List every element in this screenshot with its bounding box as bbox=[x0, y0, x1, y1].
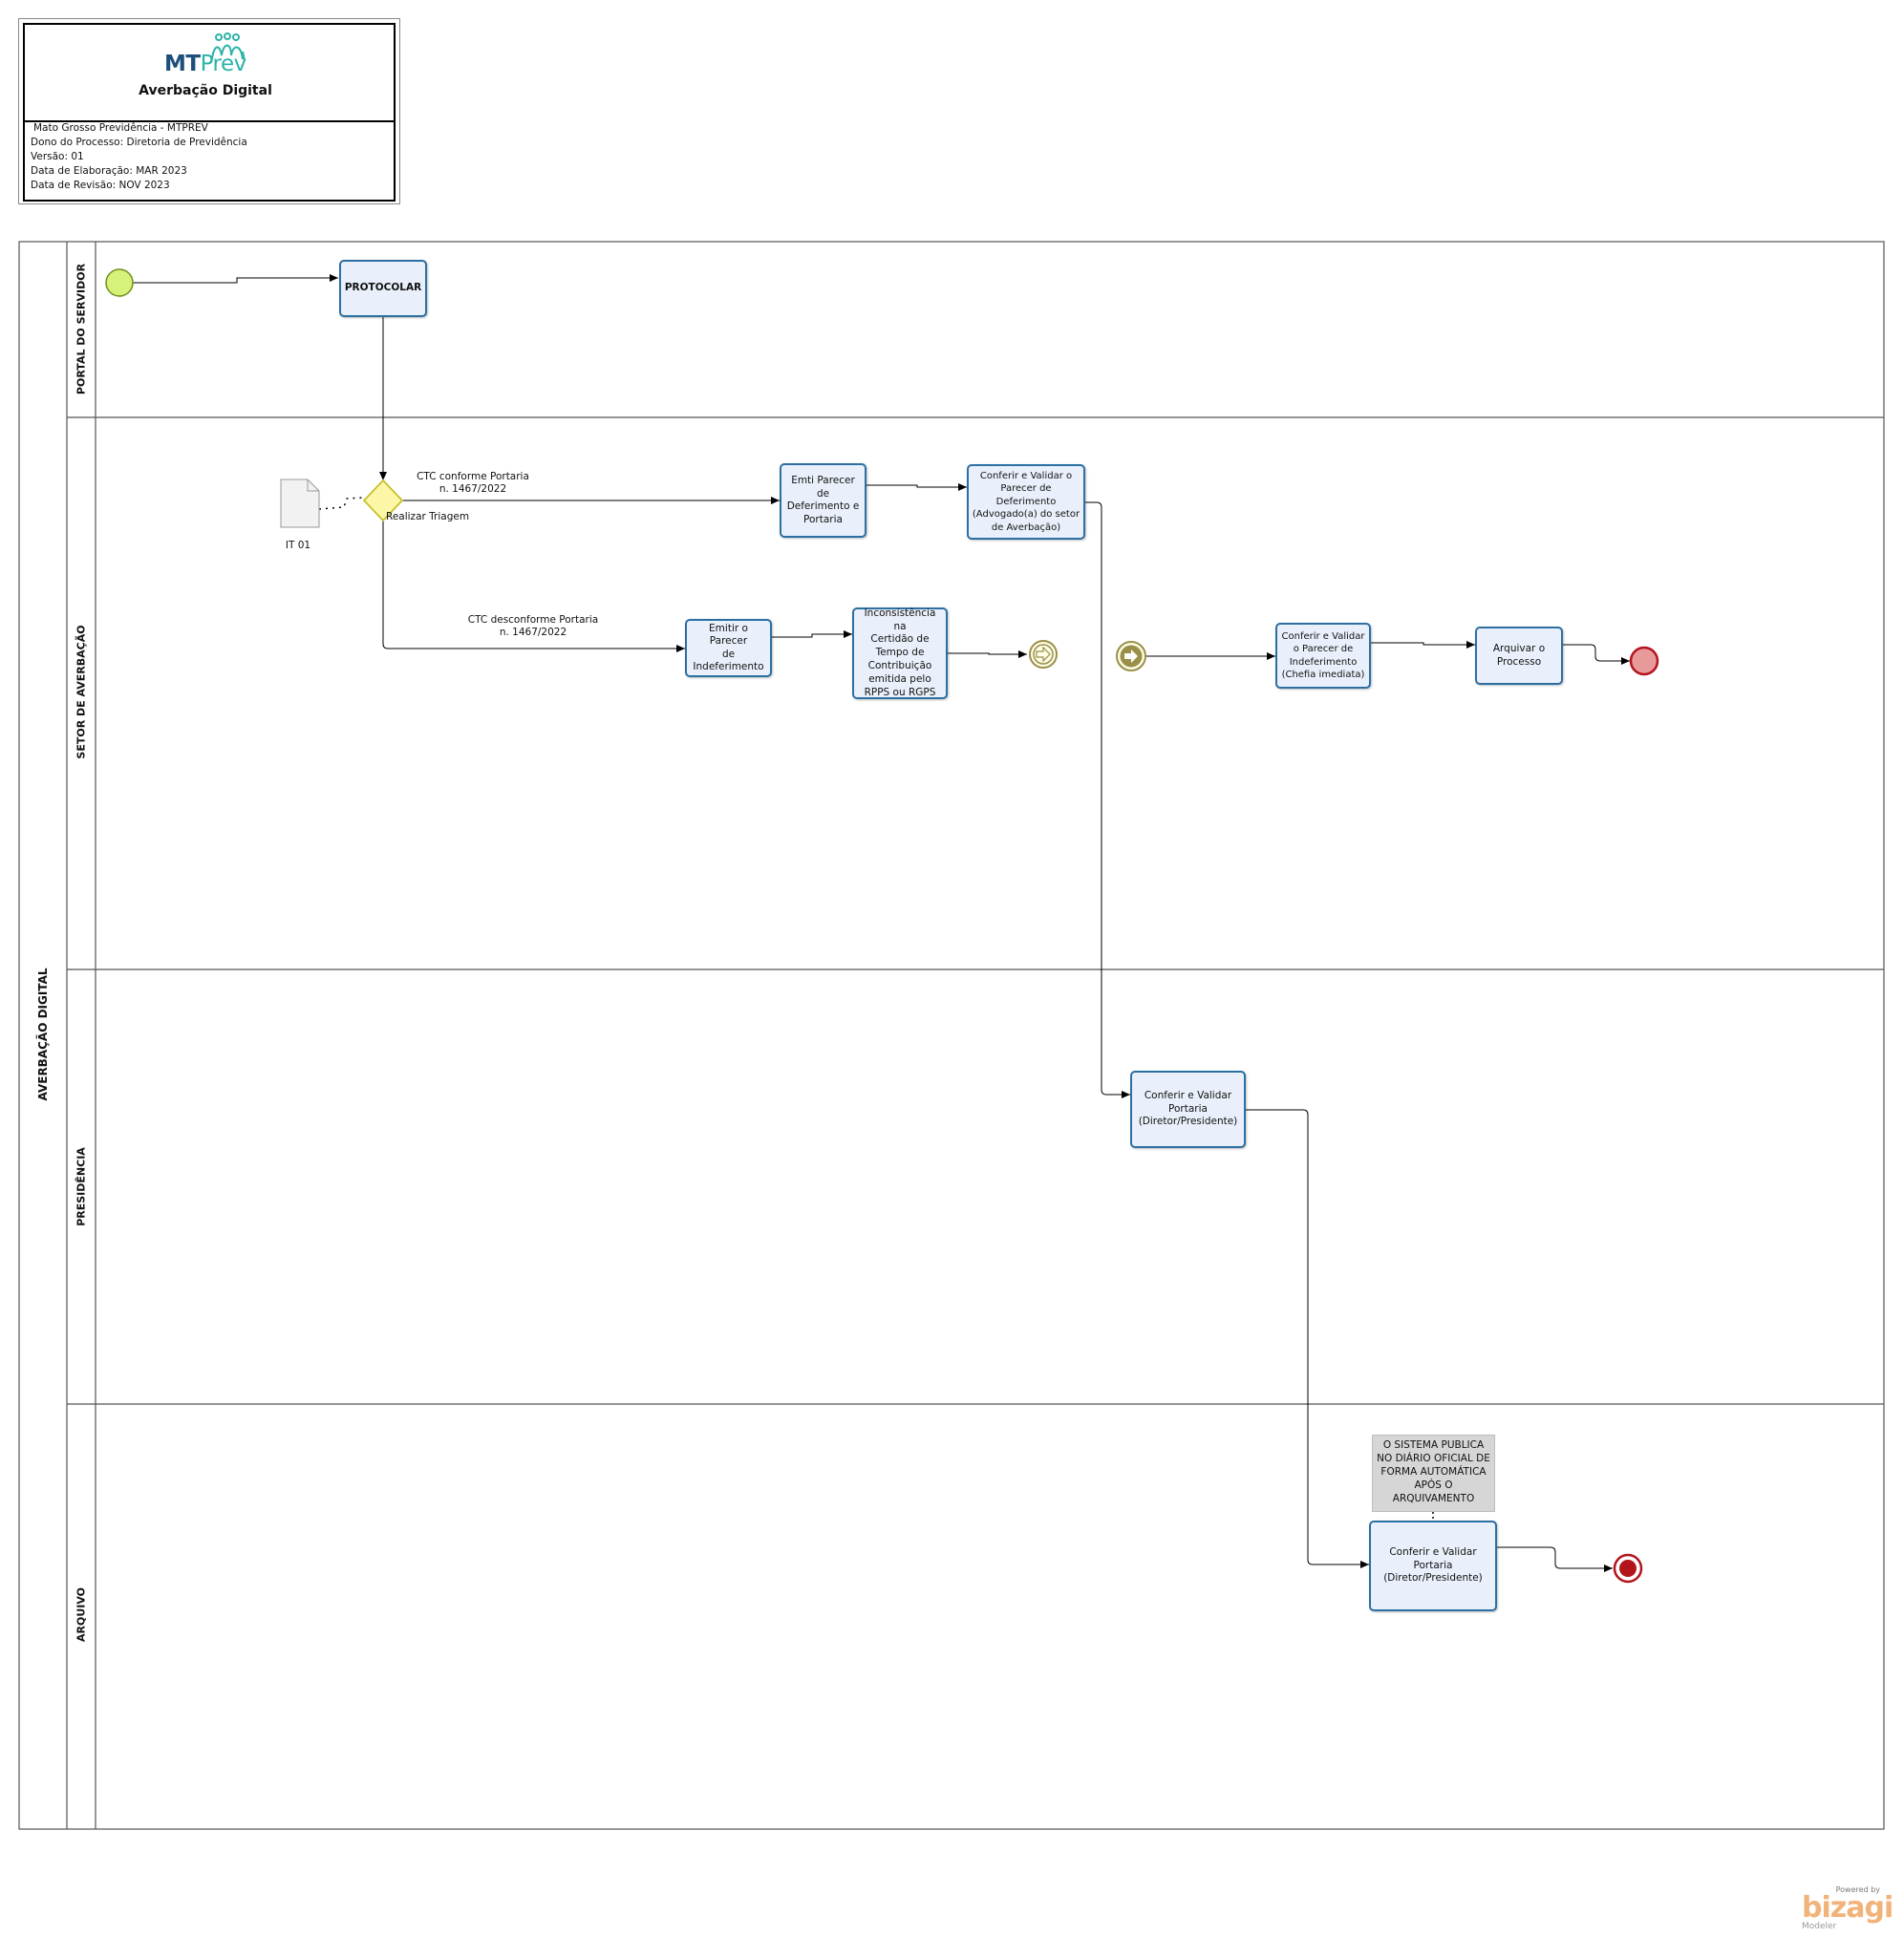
start-event bbox=[105, 268, 134, 297]
flow-deferimento-to-conferir bbox=[866, 483, 967, 491]
flow-presidencia-to-arquivo bbox=[1246, 1109, 1369, 1568]
flow-start-to-protocolar bbox=[133, 274, 338, 284]
flow-inconsistencia-to-link-throw bbox=[948, 650, 1027, 658]
flow-indeferimento-to-inconsistencia bbox=[771, 630, 852, 638]
flow-conferir-indeferimento-to-arquivar bbox=[1371, 641, 1475, 649]
document-it01 bbox=[280, 479, 320, 528]
powered-by-text: Powered by bbox=[1835, 1885, 1880, 1894]
flow-gateway-to-indeferimento bbox=[382, 521, 685, 652]
info-version: Versão: 01 bbox=[31, 151, 84, 162]
lane-label-arquivo: ARQUIVO bbox=[75, 1586, 88, 1643]
task-conferir-validar-portaria-presidencia[interactable]: Conferir e Validar Portaria (Diretor/Pre… bbox=[1130, 1071, 1246, 1148]
pool-border bbox=[18, 241, 1885, 1830]
task-emitir-parecer-indeferimento[interactable]: Emitir o Parecer de Indeferimento bbox=[685, 619, 772, 677]
page-title: Averbação Digital bbox=[139, 83, 272, 98]
task-conferir-validar-portaria-arquivo[interactable]: Conferir e Validar Portaria (Diretor/Pre… bbox=[1369, 1521, 1497, 1611]
task-conferir-validar-parecer-deferimento[interactable]: Conferir e Validar o Parecer de Deferime… bbox=[967, 464, 1085, 540]
bizagi-logo: bizagi bbox=[1802, 1891, 1893, 1925]
logo-mt: MT bbox=[164, 52, 201, 76]
lane-label-presidencia: PRESIDÊNCIA bbox=[75, 1147, 88, 1226]
task-emitir-parecer-deferimento[interactable]: Emti Parecer de Deferimento e Portaria bbox=[780, 463, 866, 538]
link-throw-event bbox=[1029, 640, 1058, 669]
lane-label-portal-do-servidor: PORTAL DO SERVIDOR bbox=[75, 263, 88, 395]
text-annotation: O SISTEMA PUBLICA NO DIÁRIO OFICIAL DE F… bbox=[1372, 1435, 1495, 1512]
bizagi-branding: Powered by bizagi Modeler bbox=[1796, 1885, 1893, 1933]
pool-label: AVERBAÇÃO DIGITAL bbox=[36, 968, 50, 1101]
document-label: IT 01 bbox=[285, 540, 311, 551]
task-arquivar-processo[interactable]: Arquivar o Processo bbox=[1475, 627, 1563, 685]
lane-label-setor-de-averbacao: SETOR DE AVERBAÇÃO bbox=[75, 625, 88, 759]
gateway-label: Realizar Triagem bbox=[386, 511, 470, 522]
task-conferir-validar-parecer-indeferimento[interactable]: Conferir e Validar o Parecer de Indeferi… bbox=[1275, 623, 1371, 689]
info-process-owner: Dono do Processo: Diretoria de Previdênc… bbox=[31, 137, 247, 148]
info-revision-date: Data de Revisão: NOV 2023 bbox=[31, 180, 170, 191]
mtprev-logo: MTPrev bbox=[164, 31, 256, 78]
logo-prev: Prev bbox=[200, 52, 247, 76]
association-document-to-gateway bbox=[318, 497, 364, 510]
header-info: Mato Grosso Previdência - MTPREV Dono do… bbox=[31, 121, 247, 193]
flow-arquivo-to-end bbox=[1497, 1546, 1613, 1572]
end-event-indeferimento bbox=[1629, 646, 1659, 676]
sequence-flows bbox=[133, 274, 1630, 1572]
task-inconsistencia-certidao[interactable]: Inconsistência na Certidão de Tempo de C… bbox=[852, 607, 948, 699]
flow-conferir-to-presidencia bbox=[1085, 501, 1130, 1098]
task-protocolar[interactable]: PROTOCOLAR bbox=[339, 260, 427, 317]
flow-arquivar-to-end bbox=[1563, 644, 1630, 665]
flow-label-desconforme: CTC desconforme Portaria n. 1467/2022 bbox=[467, 614, 599, 638]
flow-label-conforme: CTC conforme Portaria n. 1467/2022 bbox=[417, 471, 529, 495]
info-organization: Mato Grosso Previdência - MTPREV bbox=[33, 122, 208, 134]
modeler-text: Modeler bbox=[1802, 1922, 1837, 1931]
end-event-arquivo bbox=[1613, 1553, 1643, 1584]
info-created-date: Data de Elaboração: MAR 2023 bbox=[31, 165, 187, 177]
link-catch-event bbox=[1116, 641, 1146, 671]
exclusive-gateway bbox=[362, 479, 404, 522]
header-box bbox=[18, 18, 400, 204]
